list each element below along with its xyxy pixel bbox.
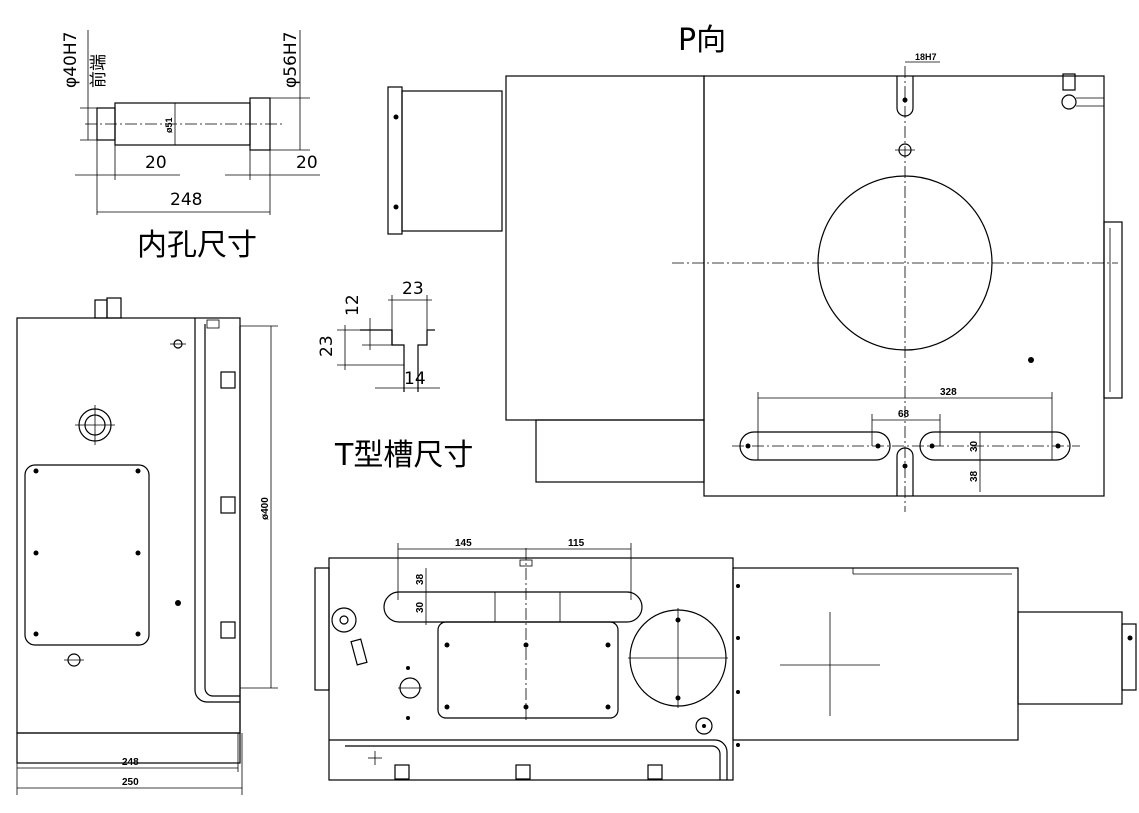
- dim-tslot-23-top: 23: [402, 279, 424, 299]
- dim-tslot-12: 12: [343, 294, 363, 316]
- front-end-label: 前端: [89, 54, 109, 88]
- dim-bore-40: φ40H7: [61, 32, 81, 88]
- inner-hole-title: 内孔尺寸: [137, 228, 257, 263]
- dim-bore-51: ø51: [164, 117, 174, 133]
- dim-side-250: 250: [122, 777, 139, 788]
- p-view-title: P向: [678, 23, 726, 58]
- dim-side-248: 248: [122, 757, 139, 768]
- dim-tslot-23-left: 23: [317, 335, 337, 357]
- dim-side-400: ø400: [260, 497, 271, 520]
- top-view: 145 115 38 30: [314, 538, 1137, 781]
- dim-p-18h7: 18H7: [915, 52, 937, 62]
- dim-bore-56: φ56H7: [281, 32, 301, 88]
- dim-top-38: 38: [415, 573, 426, 585]
- dim-bore-left-20: 20: [145, 153, 167, 173]
- dim-bore-248: 248: [170, 190, 202, 210]
- dim-tslot-14: 14: [404, 369, 426, 389]
- side-view: ø400 248 250: [16, 297, 278, 795]
- p-view: P向 18H7: [387, 23, 1123, 512]
- inner-hole-detail: φ40H7 前端 φ56H7 ø51 20 20 248 内孔尺寸: [61, 30, 320, 263]
- tslot-title: T型槽尺寸: [334, 438, 473, 473]
- dim-p-30: 30: [969, 440, 980, 452]
- dim-top-115: 115: [568, 538, 585, 549]
- dim-p-68: 68: [898, 409, 910, 420]
- dim-top-30: 30: [415, 601, 426, 613]
- dim-p-328: 328: [940, 387, 957, 398]
- dim-top-145: 145: [455, 538, 472, 549]
- dim-bore-right-20: 20: [296, 153, 318, 173]
- dim-p-38: 38: [969, 470, 980, 482]
- tslot-detail: 23 12 23 14 T型槽尺寸: [317, 279, 473, 473]
